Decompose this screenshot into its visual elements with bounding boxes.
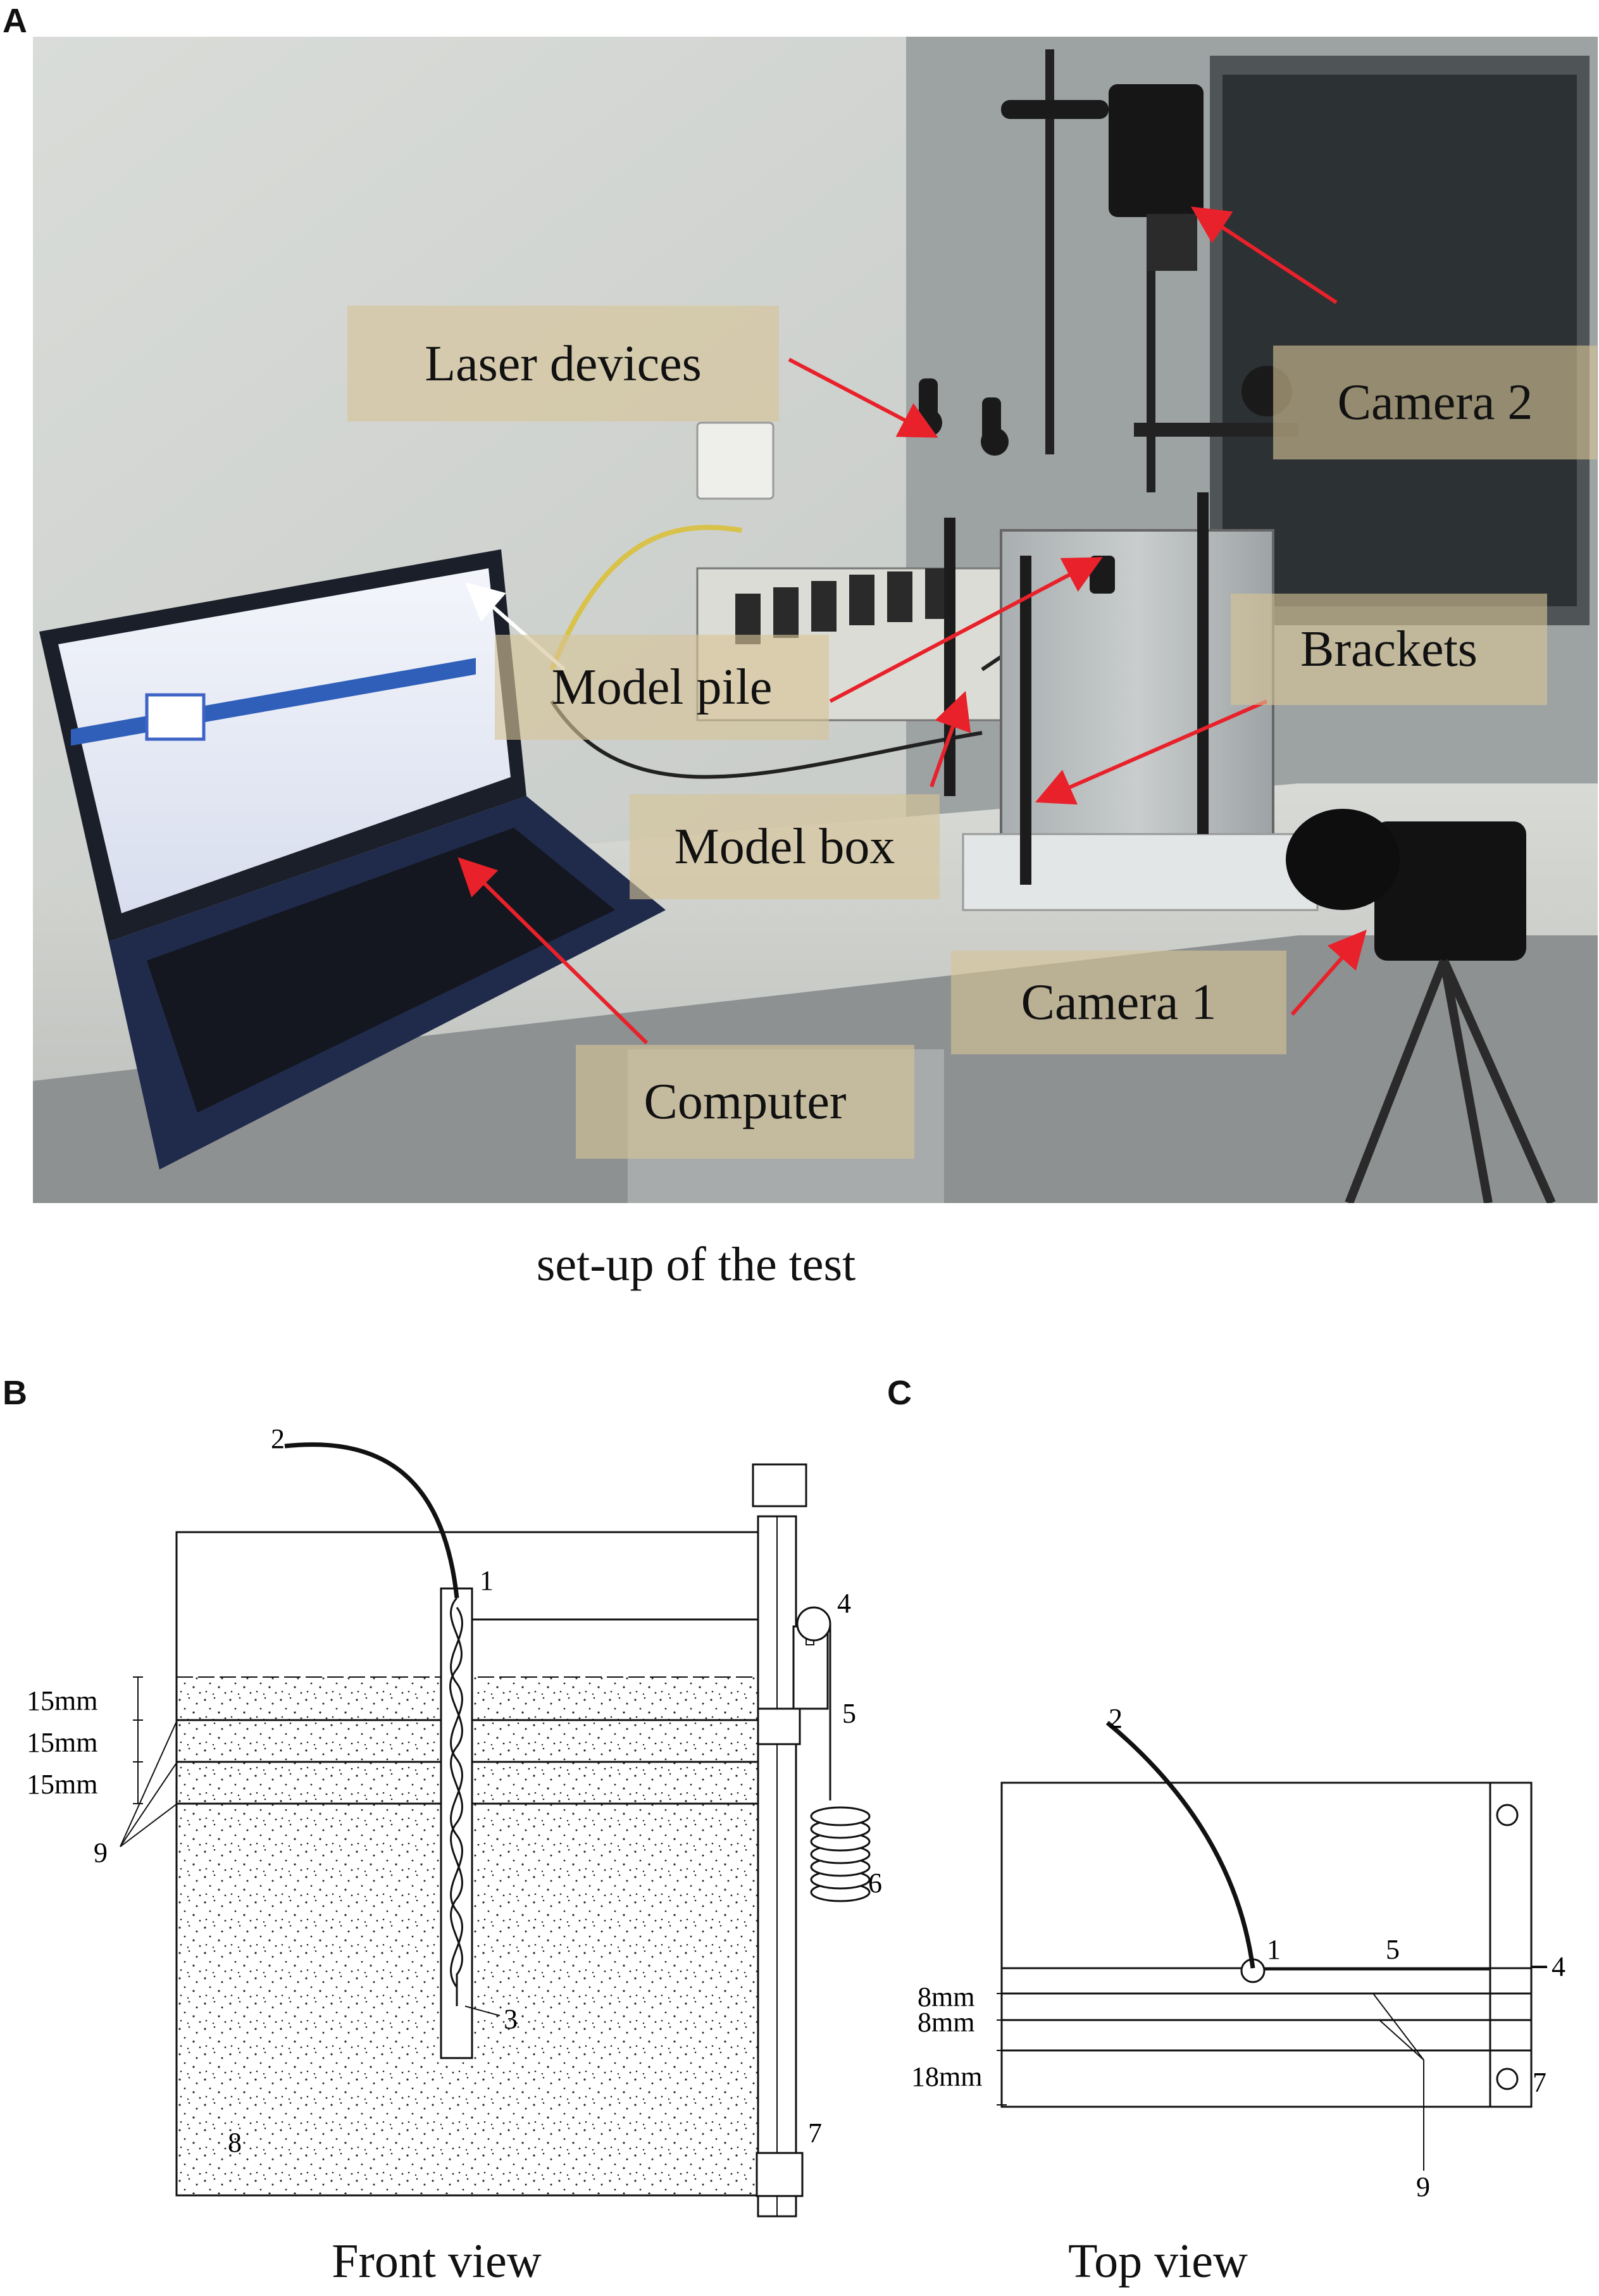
callout-model-pile: Model pile xyxy=(495,635,829,740)
top-spacing-label-1: 8mm xyxy=(918,1981,974,2012)
callout-laser-devices: Laser devices xyxy=(347,306,779,421)
front-label-3: 3 xyxy=(504,2004,518,2035)
panel-b-caption: Front view xyxy=(332,2235,542,2288)
top-label-4: 4 xyxy=(1552,1951,1565,1982)
front-layer-label-3: 15mm xyxy=(27,1769,97,1800)
front-view-diagram: 1 2 3 4 5 6 7 8 9 15mm 15mm 15mm xyxy=(27,1423,882,2218)
front-label-4: 4 xyxy=(837,1588,851,1619)
front-label-8: 8 xyxy=(228,2127,242,2158)
panel-c-letter: C xyxy=(887,1374,912,1412)
top-label-2: 2 xyxy=(1109,1703,1123,1734)
callout-camera-2: Camera 2 xyxy=(1273,346,1597,459)
top-label-1: 1 xyxy=(1267,1934,1281,1965)
callout-computer: Computer xyxy=(576,1045,914,1159)
top-label-7: 7 xyxy=(1533,2067,1546,2098)
top-label-5: 5 xyxy=(1386,1934,1400,1965)
panel-b-letter: B xyxy=(3,1374,27,1412)
panel-c-caption: Top view xyxy=(1068,2235,1248,2288)
front-label-9: 9 xyxy=(94,1837,108,1868)
top-spacing-label-2: 8mm xyxy=(918,2007,974,2038)
front-layer-label-2: 15mm xyxy=(27,1727,97,1758)
top-label-9: 9 xyxy=(1416,2171,1430,2202)
front-label-6: 6 xyxy=(868,1868,882,1899)
front-label-5: 5 xyxy=(842,1698,856,1729)
top-view-diagram: 1 2 4 5 7 9 8mm 8mm 18mm xyxy=(911,1703,1565,2202)
callout-camera-1: Camera 1 xyxy=(951,951,1286,1054)
callout-brackets: Brackets xyxy=(1231,594,1547,705)
callout-model-box: Model box xyxy=(630,794,940,899)
front-label-7: 7 xyxy=(808,2118,822,2149)
panel-a-caption: set-up of the test xyxy=(536,1238,856,1291)
front-label-2: 2 xyxy=(271,1423,285,1454)
panel-a-letter: A xyxy=(3,2,27,40)
front-label-1: 1 xyxy=(480,1565,494,1596)
front-layer-label-1: 15mm xyxy=(27,1685,97,1716)
top-spacing-label-3: 18mm xyxy=(911,2061,982,2092)
